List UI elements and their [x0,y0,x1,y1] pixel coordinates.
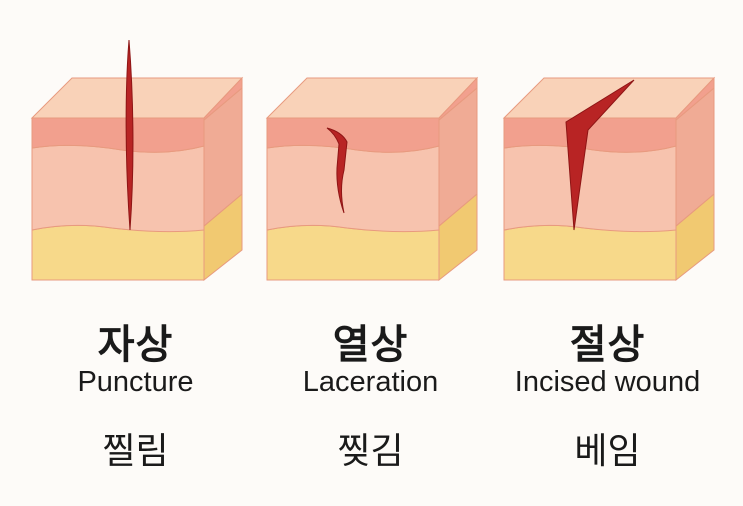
epidermis-layer [266,117,440,153]
skin-block-puncture [30,39,244,282]
skin-block-laceration [265,76,479,282]
panel-laceration: 열상 Laceration 찢김 [247,0,494,506]
panel-puncture: 자상 Puncture 찔림 [12,0,259,506]
panel-title: 자상 [97,322,174,368]
panel-korean-subtitle: 베임 [574,431,641,472]
panel-title: 열상 [332,322,409,368]
panel-korean-subtitle: 찔림 [102,431,169,472]
panel-english-label: Incised wound [514,366,701,398]
panel-korean-subtitle: 찢김 [337,431,404,472]
dermis-layer [31,144,205,233]
skin-block-incised [502,76,716,282]
incised-wound-icon [565,79,635,231]
epidermis-layer [503,117,677,153]
panel-incised: 절상 Incised wound 베임 [484,0,731,506]
epidermis-layer-side [203,76,243,122]
dermis-layer [266,144,440,233]
panel-title: 절상 [569,322,646,368]
fat-layer [31,224,205,281]
epidermis-layer-side [438,76,478,122]
fat-layer [503,224,677,281]
fat-layer [266,224,440,281]
dermis-layer [503,144,677,233]
laceration-wound-icon [326,127,348,214]
panel-english-label: Puncture [77,366,194,398]
panel-english-label: Laceration [302,366,439,398]
epidermis-layer [31,117,205,153]
puncture-wound-icon [125,39,134,231]
epidermis-layer-side [675,76,715,122]
